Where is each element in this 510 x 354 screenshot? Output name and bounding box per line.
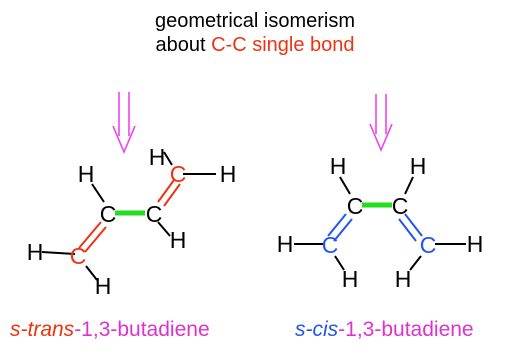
trans-hydrogen-b: H <box>149 144 166 170</box>
arrow-cis <box>369 94 393 153</box>
trans-carbon-4: C <box>170 161 187 187</box>
cis-carbon-2: C <box>347 193 364 219</box>
cis-carbon-3: C <box>392 193 409 219</box>
cis-hydrogen-d: H <box>467 231 484 257</box>
trans-hydrogen-c: H <box>220 161 237 187</box>
s-trans-caption: s-trans-1,3-butadiene <box>10 318 210 342</box>
cis-carbon-4: C <box>420 232 437 258</box>
cis-right-double-bond <box>398 213 423 242</box>
s-cis-caption-suffix: -1,3-butadiene <box>338 318 474 341</box>
trans-ch-bonds <box>41 151 216 281</box>
s-trans-molecule: C C C C H H H H H H <box>27 144 237 299</box>
title-line-1: geometrical isomerism <box>154 10 356 32</box>
cis-carbon-1: C <box>322 232 339 258</box>
trans-carbon-1: C <box>70 243 87 269</box>
cis-hydrogen-c: H <box>277 231 294 257</box>
s-trans-caption-suffix: -1,3-butadiene <box>74 318 210 341</box>
trans-carbon-2: C <box>100 201 117 227</box>
s-cis-molecule: C C C C H H H H H H <box>277 153 484 292</box>
trans-hydrogen-a: H <box>78 161 95 187</box>
s-trans-caption-prefix: s-trans <box>10 318 75 341</box>
trans-left-double-bond <box>78 221 107 253</box>
trans-carbon-3: C <box>146 201 163 227</box>
arrow-trans <box>112 92 136 155</box>
trans-hydrogen-e: H <box>27 239 44 265</box>
cis-hydrogen-a: H <box>330 153 347 179</box>
title-highlight: C-C single bond <box>211 34 355 56</box>
s-cis-caption: s-cis-1,3-butadiene <box>295 318 474 342</box>
cis-hydrogen-f: H <box>395 266 412 292</box>
trans-hydrogen-d: H <box>170 227 187 253</box>
title-line-2-prefix: about <box>155 34 212 56</box>
cis-hydrogen-b: H <box>410 153 427 179</box>
trans-hydrogen-f: H <box>95 273 112 299</box>
trans-right-double-bond <box>157 179 181 207</box>
s-cis-caption-prefix: s-cis <box>295 318 339 341</box>
cis-ch-bonds <box>294 176 466 271</box>
cis-left-double-bond <box>327 213 353 242</box>
cis-hydrogen-e: H <box>342 266 359 292</box>
title-line-2: about C-C single bond <box>0 34 510 56</box>
